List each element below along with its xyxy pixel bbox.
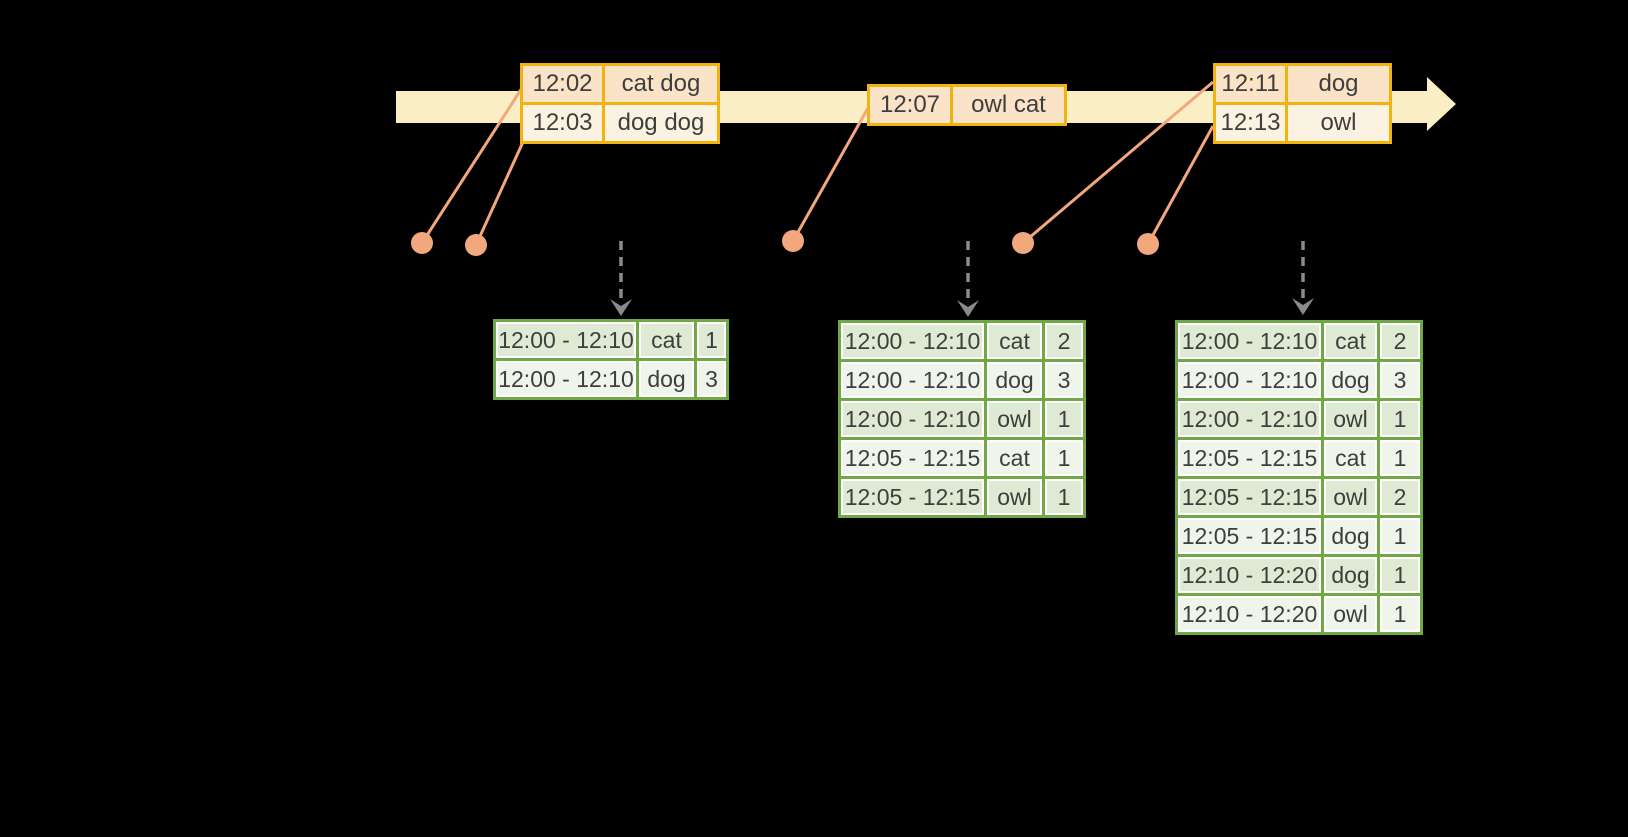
table-cell: 12:05 - 12:15 <box>1175 437 1324 479</box>
table-cell: 12:00 - 12:10 <box>838 359 987 401</box>
event-connector-lines <box>420 80 1215 246</box>
event-connector-line <box>420 87 524 244</box>
event-time-dot-icon <box>465 234 487 256</box>
table-cell: 12:00 - 12:10 <box>838 398 987 440</box>
table-cell: 3 <box>1377 359 1423 401</box>
table-cell: 12:00 - 12:10 <box>1175 398 1324 440</box>
table-cell: 1 <box>1377 398 1423 440</box>
timeline-arrowhead-icon <box>1427 77 1456 131</box>
event-time-dot-icon <box>411 232 433 254</box>
table-cell: dog <box>1321 554 1380 596</box>
table-cell: dog <box>1321 359 1380 401</box>
table-cell: owl <box>1321 398 1380 440</box>
event-connector-line <box>791 107 870 242</box>
table-cell: 1 <box>1377 554 1423 596</box>
table-cell: cat <box>636 319 697 361</box>
table-cell: owl <box>1285 102 1392 144</box>
table-cell: owl cat <box>950 84 1067 126</box>
table-cell: dog <box>1285 63 1392 105</box>
event-connector-line <box>474 141 525 246</box>
table-cell: 2 <box>1042 320 1086 362</box>
table-cell: 12:00 - 12:10 <box>1175 359 1324 401</box>
table-cell: dog <box>1321 515 1380 557</box>
table-cell: owl <box>1321 476 1380 518</box>
table-cell: 12:05 - 12:15 <box>1175 476 1324 518</box>
table-cell: cat dog <box>602 63 720 105</box>
table-cell: owl <box>984 398 1045 440</box>
trigger-arrowheads <box>610 298 1314 317</box>
table-cell: 12:00 - 12:10 <box>838 320 987 362</box>
table-cell: cat <box>984 320 1045 362</box>
table-cell: 1 <box>1042 476 1086 518</box>
table-cell: 3 <box>694 358 729 400</box>
trigger-arrow-icon <box>1292 298 1314 315</box>
event-connector-line <box>1146 125 1215 245</box>
event-connector-line <box>1022 80 1214 245</box>
table-cell: 12:00 - 12:10 <box>1175 320 1324 362</box>
trigger-arrows <box>619 241 1305 302</box>
table-cell: dog <box>636 358 697 400</box>
table-cell: owl <box>984 476 1045 518</box>
table-cell: 12:11 <box>1213 63 1288 105</box>
trigger-arrow-icon <box>610 299 632 316</box>
table-cell: 1 <box>1377 437 1423 479</box>
table-cell: 12:05 - 12:15 <box>1175 515 1324 557</box>
table-cell: 1 <box>1377 515 1423 557</box>
table-cell: 2 <box>1377 476 1423 518</box>
table-cell: 1 <box>694 319 729 361</box>
table-cell: 1 <box>1042 437 1086 479</box>
table-cell: 2 <box>1377 320 1423 362</box>
table-cell: 12:03 <box>520 102 605 144</box>
table-cell: 12:00 - 12:10 <box>493 358 639 400</box>
trigger-arrow-icon <box>957 300 979 317</box>
table-cell: dog <box>984 359 1045 401</box>
table-cell: 12:13 <box>1213 102 1288 144</box>
event-time-dot-icon <box>1012 232 1034 254</box>
table-cell: 1 <box>1042 398 1086 440</box>
table-cell: 12:05 - 12:15 <box>838 437 987 479</box>
table-cell: 12:00 - 12:10 <box>493 319 639 361</box>
table-cell: 12:10 - 12:20 <box>1175 554 1324 596</box>
table-cell: 12:07 <box>867 84 953 126</box>
table-cell: cat <box>1321 320 1380 362</box>
table-cell: 12:10 - 12:20 <box>1175 593 1324 635</box>
event-time-dots <box>411 230 1159 256</box>
table-cell: dog dog <box>602 102 720 144</box>
table-cell: 12:02 <box>520 63 605 105</box>
table-cell: 12:05 - 12:15 <box>838 476 987 518</box>
table-cell: 1 <box>1377 593 1423 635</box>
event-time-dot-icon <box>782 230 804 252</box>
table-cell: 3 <box>1042 359 1086 401</box>
table-cell: owl <box>1321 593 1380 635</box>
table-cell: cat <box>984 437 1045 479</box>
event-time-dot-icon <box>1137 233 1159 255</box>
table-cell: cat <box>1321 437 1380 479</box>
